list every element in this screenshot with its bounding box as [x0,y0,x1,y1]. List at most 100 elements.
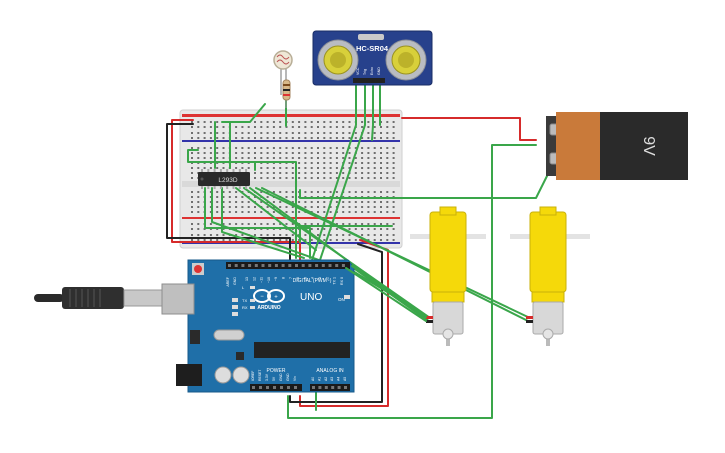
breadboard-hole [241,206,244,208]
breadboard-hole [260,201,263,203]
ultrasonic-sensor[interactable]: HC-SR04 VCC Trig Echo GND [312,30,433,86]
breadboard-hole [272,121,275,123]
breadboard-hole [367,223,370,225]
breadboard-hole [354,132,357,134]
breadboard-hole [342,206,345,208]
breadboard-hole [329,147,332,149]
breadboard-hole [354,157,357,159]
breadboard-hole [380,239,382,241]
breadboard-hole [354,172,357,174]
breadboard-hole [247,147,250,149]
breadboard-hole [317,126,319,128]
breadboard-hole [285,177,288,179]
breadboard-hole [222,137,225,139]
breadboard-hole [361,162,364,164]
breadboard-hole [310,132,313,134]
breadboard-hole [367,137,370,139]
breadboard-hole [266,172,269,174]
breadboard-hole [272,211,275,213]
breadboard-hole [323,234,326,236]
breadboard-hole [392,157,395,159]
breadboard-hole [348,239,351,241]
breadboard-hole [342,177,345,179]
breadboard-hole [298,201,301,203]
breadboard-hole [354,137,357,139]
header-hole [301,264,305,267]
breadboard-hole [335,223,338,225]
analog-header[interactable] [310,384,350,391]
breadboard-hole [361,234,364,236]
usb-port [161,283,195,315]
resistor[interactable] [282,75,291,108]
breadboard-hole [197,234,200,236]
breadboard-hole [323,157,326,159]
breadboard-hole [191,167,193,169]
breadboard-hole [209,196,212,198]
breadboard-hole [216,137,219,139]
breadboard-hole [386,152,389,154]
wire-black-gnd2 [289,243,383,403]
breadboard-hole [279,152,282,154]
header-hole [308,264,312,267]
breadboard-hole [222,167,225,169]
breadboard-hole [235,191,238,193]
ic-pin [219,186,222,189]
ic-pin [219,169,222,172]
dc-motor-right[interactable] [510,206,590,346]
breadboard-hole [348,234,351,236]
breadboard-hole [254,206,256,208]
digital-header[interactable] [226,262,350,269]
breadboard-hole [254,152,256,154]
breadboard-hole [279,172,282,174]
breadboard-hole [310,239,313,241]
breadboard-hole [197,157,200,159]
breadboard-hole [386,191,389,193]
breadboard-hole [216,211,219,213]
breadboard-hole [241,147,244,149]
breadboard-hole [317,206,319,208]
breadboard-hole [209,239,212,241]
breadboard-hole [386,137,389,139]
dc-motor-left[interactable] [410,206,486,346]
power-pin-label: IOREF [251,371,255,381]
breadboard-hole [304,162,307,164]
breadboard-hole [348,132,351,134]
photoresistor[interactable] [273,50,293,95]
breadboard-hole [361,211,364,213]
arduino-logo: − + [253,289,285,303]
breadboard-hole [285,157,288,159]
battery-9v[interactable]: 9V [546,112,688,180]
breadboard-hole [367,152,370,154]
breadboard-hole [260,167,263,169]
motor-driver-ic[interactable]: L293D [198,169,250,189]
breadboard-hole [235,234,238,236]
breadboard-hole [254,126,256,128]
breadboard-hole [203,126,206,128]
breadboard-hole [272,137,275,139]
breadboard-hole [235,167,238,169]
breadboard-hole [285,126,288,128]
tx-led-label: TX [242,298,247,303]
sensor-pin-gnd: GND [377,67,381,75]
breadboard-hole [291,137,294,139]
breadboard-hole [197,211,200,213]
breadboard-hole [247,223,250,225]
breadboard-hole [392,201,395,203]
header-hole [234,264,238,267]
breadboard-hole [191,223,193,225]
breadboard-hole [329,239,332,241]
breadboard-hole [216,201,219,203]
breadboard-hole [272,132,275,134]
breadboard-hole [266,152,269,154]
breadboard-hole [348,177,351,179]
usb-cable[interactable] [34,287,163,309]
breadboard-hole [367,162,370,164]
analog-pin-label: A2 [324,377,328,381]
breadboard-hole [266,234,269,236]
breadboard-hole [222,201,225,203]
breadboard-hole [272,152,275,154]
breadboard-hole [310,157,313,159]
breadboard-hole [266,223,269,225]
breadboard-hole [260,177,263,179]
